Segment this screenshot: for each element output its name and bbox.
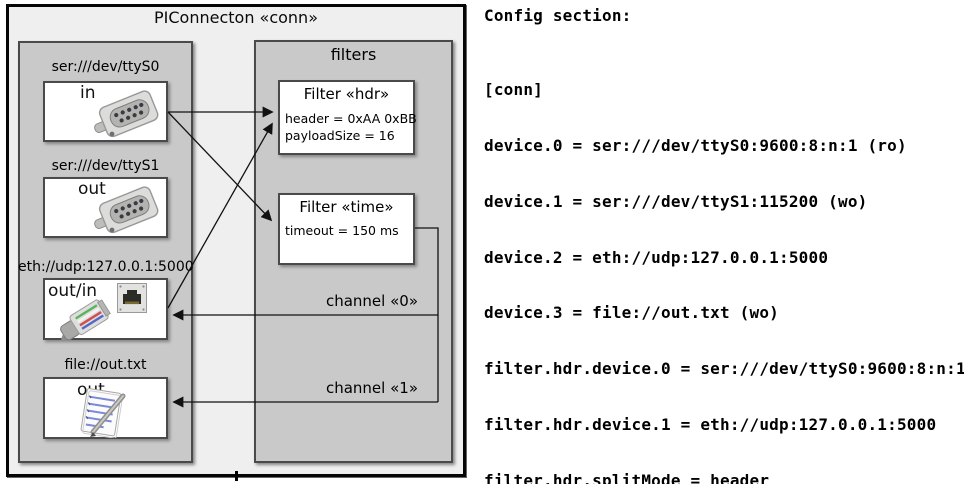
- filter-box-time: [278, 193, 415, 265]
- filter-title: Filter «time»: [299, 198, 394, 216]
- config-line: filter.hdr.device.0 = ser:///dev/ttyS0:9…: [484, 359, 964, 379]
- device-box-ttyS0: [43, 81, 168, 142]
- filter-box-hdr: [278, 80, 415, 155]
- channel-0-label: channel «0»: [325, 292, 418, 310]
- diagram-title: PIConnecton «conn»: [154, 8, 318, 27]
- filter-attribute: header = 0xAA 0xBB: [285, 111, 417, 126]
- channel-1-label: channel «1»: [325, 379, 418, 397]
- device-port-label: out/in: [48, 281, 98, 301]
- device-label-ttyS0: ser:///dev/ttyS0: [51, 59, 160, 75]
- config-line: filter.hdr.device.1 = eth://udp:127.0.0.…: [484, 414, 937, 434]
- config-line: [conn]: [484, 80, 543, 100]
- config-line: device.1 = ser:///dev/ttyS1:115200 (wo): [484, 191, 868, 211]
- filter-attribute: timeout = 150 ms: [285, 223, 399, 238]
- config-text-block: [conn] device.0 = ser:///dev/ttyS0:9600:…: [484, 44, 964, 484]
- device-label-eth: eth://udp:127.0.0.1:5000: [18, 259, 194, 275]
- config-line: device.2 = eth://udp:127.0.0.1:5000: [484, 247, 829, 267]
- config-line: device.3 = file://out.txt (wo): [484, 303, 779, 323]
- config-line: device.0 = ser:///dev/ttyS0:9600:8:n:1 (…: [484, 135, 907, 155]
- config-line: filter.hdr.splitMode = header: [484, 470, 770, 484]
- device-box-file: [43, 377, 168, 439]
- filters-panel-title: filters: [330, 45, 377, 64]
- device-label-file: file://out.txt: [64, 357, 147, 373]
- device-port-label: out: [77, 380, 105, 400]
- filter-attribute: payloadSize = 16: [285, 128, 395, 143]
- bottom-border-tick: [235, 471, 238, 481]
- device-label-ttyS1: ser:///dev/ttyS1: [51, 158, 160, 174]
- device-port-label: in: [80, 83, 96, 103]
- config-section-heading: Config section:: [484, 6, 632, 25]
- device-port-label: out: [78, 179, 106, 199]
- filter-title: Filter «hdr»: [303, 85, 390, 103]
